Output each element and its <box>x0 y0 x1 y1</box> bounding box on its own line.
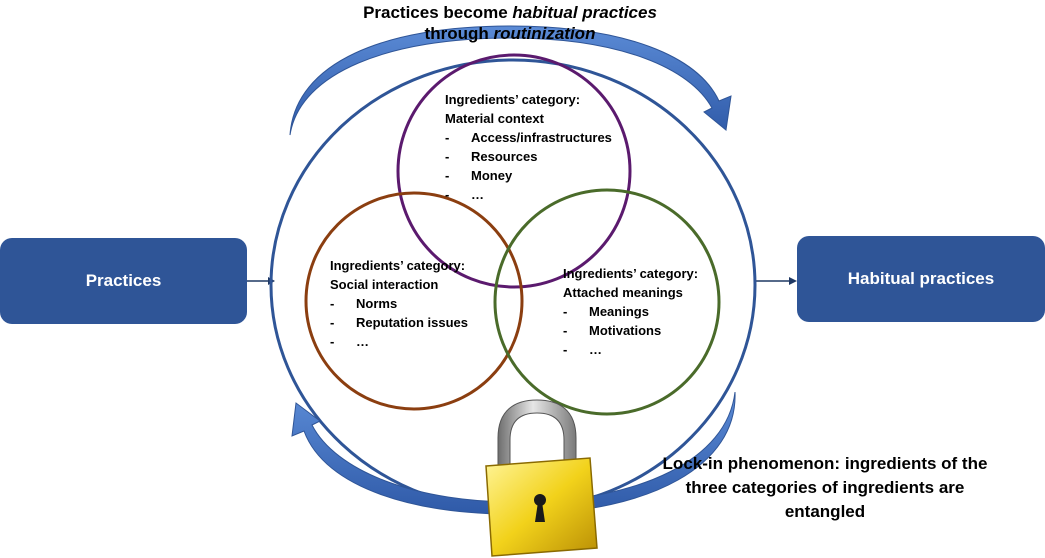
lock-in-line-3: entangled <box>784 502 866 521</box>
list-item: Norms <box>330 294 468 313</box>
list-item: Access/infrastructures <box>445 128 612 147</box>
title-emphasis-habitual: habitual practices <box>512 3 657 22</box>
category-name: Social interaction <box>330 277 439 292</box>
category-name: Attached meanings <box>563 285 683 300</box>
list-item: Meanings <box>563 302 698 321</box>
practices-box: Practices <box>0 238 247 324</box>
bottom-curved-arrow-icon <box>291 391 736 515</box>
category-items: Meanings Motivations … <box>563 302 698 359</box>
category-items: Norms Reputation issues … <box>330 294 468 351</box>
lock-in-line-1: Lock-in phenomenon: ingredients of the <box>662 454 988 473</box>
attached-meanings-category: Ingredients’ category: Attached meanings… <box>563 264 698 359</box>
title-emphasis-routinization: routinization <box>493 24 596 43</box>
social-interaction-category: Ingredients’ category: Social interactio… <box>330 256 468 351</box>
list-item: Reputation issues <box>330 313 468 332</box>
connector-right <box>754 277 797 285</box>
lock-in-line-2: three categories of ingredients are <box>685 478 965 497</box>
list-item: Money <box>445 166 612 185</box>
top-curved-arrow-icon <box>289 25 732 136</box>
category-heading: Ingredients’ category: <box>445 92 581 107</box>
list-item: Motivations <box>563 321 698 340</box>
list-item: … <box>330 332 468 351</box>
social-interaction-circle <box>304 191 524 411</box>
padlock-icon <box>485 399 598 557</box>
lock-in-caption: Lock-in phenomenon: ingredients of the t… <box>640 452 1010 524</box>
material-context-circle <box>396 53 632 289</box>
practices-label: Practices <box>85 271 162 290</box>
list-item: … <box>563 340 698 359</box>
list-item: Resources <box>445 147 612 166</box>
category-heading: Ingredients’ category: <box>330 258 466 273</box>
diagram-title: Practices become habitual practices thro… <box>300 2 720 44</box>
category-heading: Ingredients’ category: <box>563 266 699 281</box>
title-line-2: through routinization <box>424 24 596 43</box>
list-item: … <box>445 185 612 204</box>
material-context-category: Ingredients’ category: Material context … <box>445 90 612 204</box>
title-line-1: Practices become habitual practices <box>363 3 657 22</box>
habitual-practices-box: Habitual practices <box>797 236 1045 322</box>
habitual-practices-label: Habitual practices <box>847 269 995 288</box>
category-name: Material context <box>445 111 544 126</box>
category-items: Access/infrastructures Resources Money … <box>445 128 612 204</box>
